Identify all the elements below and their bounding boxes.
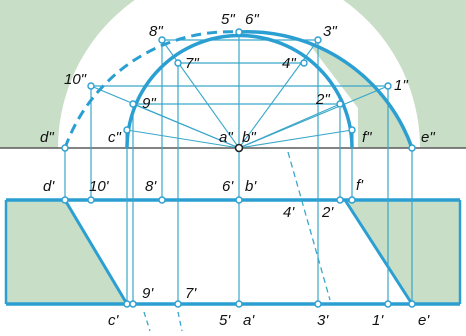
label-7dd: 7"	[185, 55, 199, 72]
label-1p: 1'	[372, 312, 384, 329]
point-cp	[123, 300, 131, 308]
outer-arch-visible	[238, 30, 414, 149]
radial-to-f	[238, 129, 353, 149]
point-2p	[336, 196, 344, 204]
point-7dd	[174, 59, 182, 67]
label-6p: 6'	[222, 178, 234, 195]
prism-right-shaded-face	[345, 200, 460, 304]
point-1p	[384, 300, 392, 308]
point-5ap	[235, 300, 243, 308]
point-edd	[408, 144, 416, 152]
label-add: a"	[219, 129, 233, 146]
label-ap: a'	[243, 312, 255, 329]
point-9p	[129, 300, 137, 308]
outer-arch-hidden	[63, 30, 240, 149]
label-bp: b'	[245, 178, 257, 195]
radial-to-9	[132, 103, 240, 149]
label-9p: 9'	[142, 285, 154, 302]
label-8dd: 8"	[149, 23, 163, 40]
label-fp: f'	[356, 177, 364, 194]
point-fp	[348, 196, 356, 204]
point-ddd	[61, 144, 69, 152]
label-bdd: b"	[242, 129, 256, 146]
label-dp: d'	[43, 178, 55, 195]
arch-shaded-segment	[310, 45, 412, 148]
point-dp	[61, 196, 69, 204]
label-5p: 5'	[219, 312, 231, 329]
label-ddd: d"	[40, 129, 54, 146]
label-2p: 2'	[321, 204, 334, 221]
top-view-background	[0, 0, 466, 148]
point-56dd	[235, 28, 243, 36]
point-2dd	[336, 100, 344, 108]
cut-line-left	[63, 199, 129, 305]
point-3p	[314, 300, 322, 308]
dashed-lower-mid	[177, 311, 183, 332]
prism-left-shaded-face	[6, 200, 127, 304]
label-3p: 3'	[317, 312, 329, 329]
label-8p: 8'	[145, 178, 157, 195]
point-10dd	[87, 82, 95, 90]
label-2dd: 2"	[315, 91, 330, 108]
label-6dd: 6"	[245, 11, 259, 28]
cut-line-right	[343, 199, 414, 305]
dashed-lower-left	[143, 311, 151, 332]
point-6bp	[235, 196, 243, 204]
label-4dd: 4"	[282, 55, 296, 72]
point-9dd	[129, 100, 137, 108]
label-10dd: 10"	[64, 71, 87, 88]
point-fdd	[348, 126, 356, 134]
label-1dd: 1"	[394, 77, 408, 94]
point-cdd	[123, 126, 131, 134]
label-9dd: 9"	[142, 95, 156, 112]
label-3dd: 3"	[323, 23, 337, 40]
radial-to-2	[238, 103, 341, 149]
label-fdd: f"	[362, 129, 372, 146]
point-8p	[158, 196, 166, 204]
point-7p	[174, 300, 182, 308]
radial-to-c	[126, 129, 240, 149]
label-10p: 10'	[89, 178, 110, 195]
point-8dd	[158, 36, 166, 44]
point-4dd	[300, 59, 308, 67]
point-10p	[87, 196, 95, 204]
label-cdd: c"	[108, 129, 122, 146]
point-1dd	[384, 82, 392, 90]
label-ep: e'	[418, 312, 430, 329]
point-3dd	[314, 36, 322, 44]
center-point	[234, 143, 244, 153]
label-cp: c'	[108, 312, 120, 329]
point-ep	[408, 300, 416, 308]
label-4p: 4'	[283, 204, 295, 221]
dashed-oblique-line	[287, 151, 331, 301]
label-5dd: 5"	[221, 11, 235, 28]
label-7p: 7'	[185, 285, 197, 302]
label-edd: e"	[421, 129, 435, 146]
